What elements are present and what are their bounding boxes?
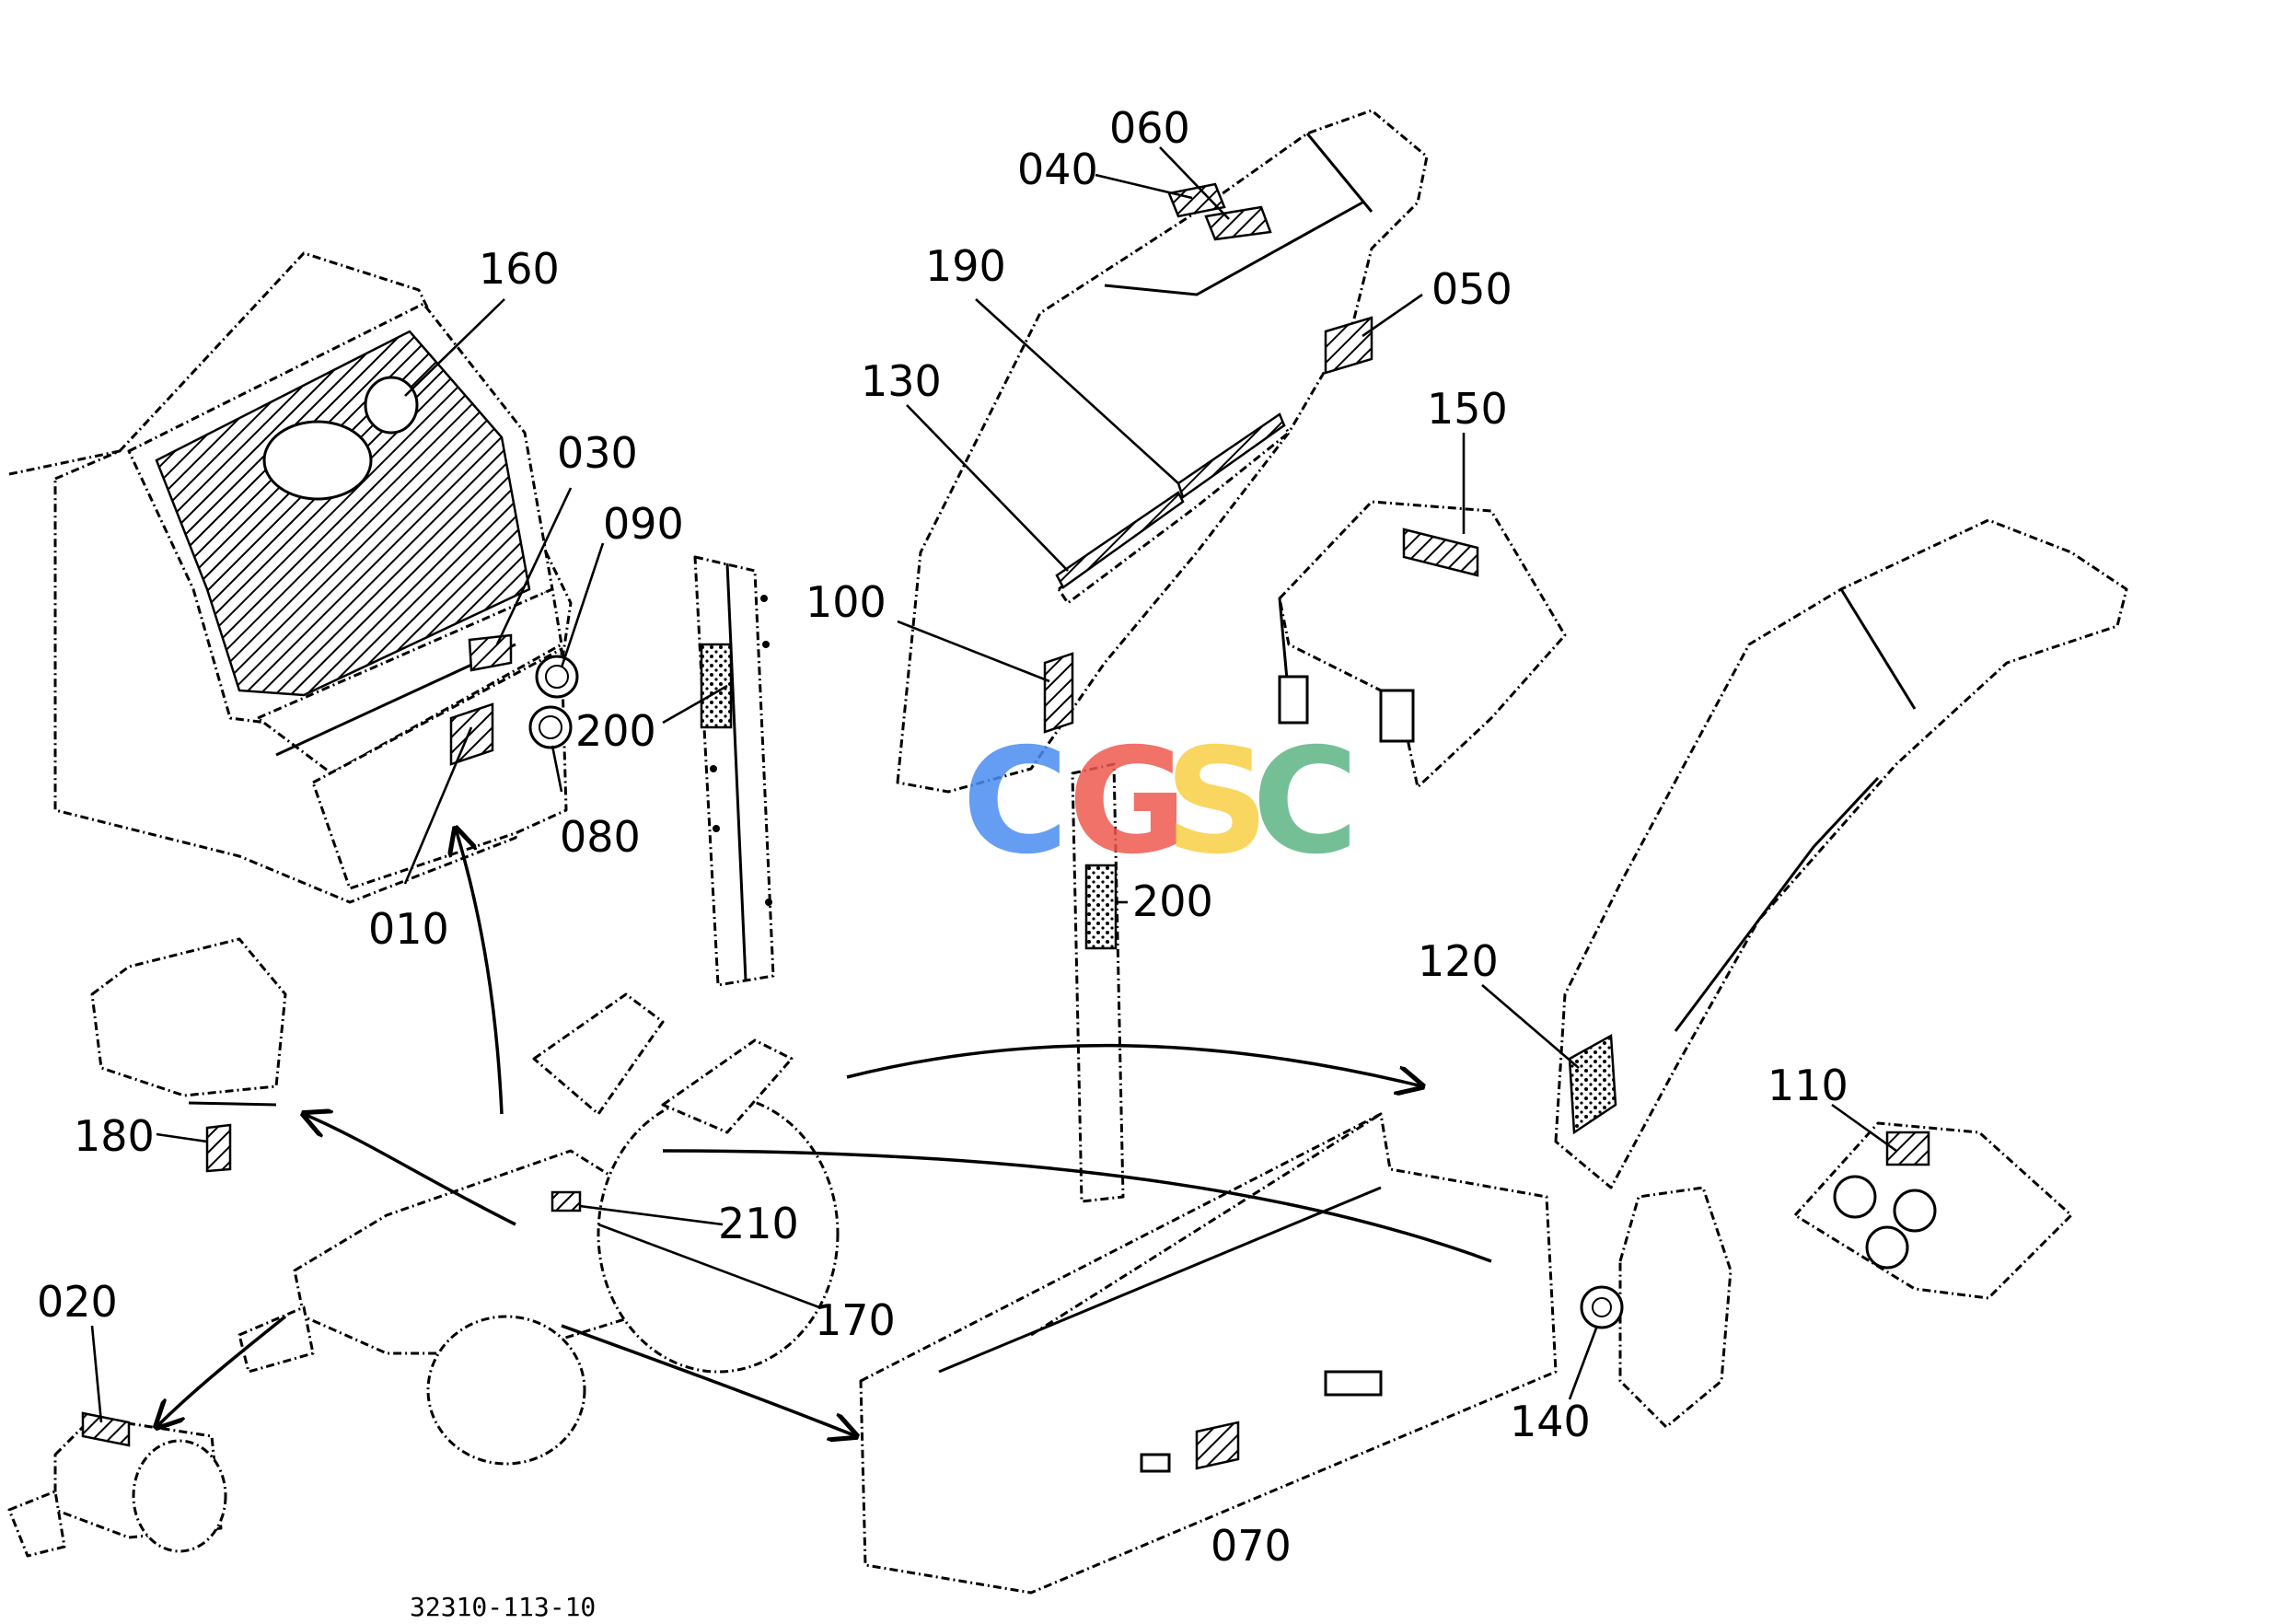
callout-120: 120: [1418, 936, 1499, 986]
decal-060: [1204, 205, 1272, 241]
callout-150: 150: [1427, 384, 1508, 434]
callout-130: 130: [861, 356, 942, 406]
callout-010: 010: [368, 904, 449, 954]
decal-180: [205, 1123, 232, 1173]
callout-040: 040: [1017, 145, 1098, 194]
lever-assembly: [1580, 1186, 1733, 1429]
decal-210: [550, 1190, 582, 1212]
step-tray: [859, 1112, 1558, 1595]
callout-030: 030: [557, 428, 638, 478]
callout-200-centre: 200: [1132, 876, 1213, 926]
callout-160: 160: [479, 244, 560, 294]
right-fender: [1554, 518, 2128, 1189]
tractor-overview: [238, 992, 840, 1466]
decal-110: [1885, 1131, 1930, 1166]
decal-150: [1402, 528, 1479, 577]
decal-190: [1176, 412, 1286, 499]
decal-050: [1324, 316, 1373, 375]
callout-080: 080: [560, 812, 641, 862]
rear-cover: [1278, 500, 1567, 789]
callout-170: 170: [815, 1295, 896, 1345]
instrument-panel: [8, 251, 579, 904]
decal-120: [1568, 1033, 1617, 1135]
watermark-logo: C G S C: [962, 717, 1359, 887]
callout-labels: 160 030 090 200 080 010 040 060 050 190 …: [37, 103, 1848, 1622]
callout-100: 100: [805, 577, 887, 627]
decal-130: [1055, 491, 1185, 589]
watermark-letter-1: C: [962, 717, 1069, 887]
decal-070: [1195, 1421, 1240, 1470]
callout-110: 110: [1767, 1061, 1848, 1110]
callout-200-left: 200: [575, 706, 656, 756]
watermark-letter-3: S: [1165, 717, 1269, 887]
callout-190: 190: [925, 241, 1006, 291]
left-fender: [896, 109, 1429, 794]
diagram-code: 32310-113-10: [410, 1592, 596, 1622]
control-plate: [1793, 1121, 2073, 1300]
watermark-letter-2: G: [1068, 717, 1188, 887]
steering-detail: [90, 937, 287, 1173]
decal-020: [81, 1411, 131, 1447]
watermark-letter-4: C: [1252, 717, 1359, 887]
callout-140: 140: [1510, 1397, 1591, 1446]
callout-060: 060: [1109, 103, 1190, 153]
post-centre: [1071, 762, 1125, 1203]
decal-100: [1043, 652, 1074, 734]
callout-210: 210: [718, 1199, 799, 1248]
callout-050: 050: [1431, 264, 1512, 314]
post-left: [693, 555, 775, 987]
callout-180: 180: [74, 1111, 155, 1161]
leader-lines: [90, 146, 1897, 1423]
callout-020: 020: [37, 1277, 118, 1327]
decal-200-centre: [1084, 864, 1118, 950]
flow-arrows: [156, 829, 1492, 1436]
decal-030: [468, 633, 513, 672]
callout-070: 070: [1211, 1521, 1292, 1571]
air-cleaner-detail: [7, 1411, 227, 1558]
callout-090: 090: [603, 499, 684, 549]
decal-160: [155, 330, 531, 697]
